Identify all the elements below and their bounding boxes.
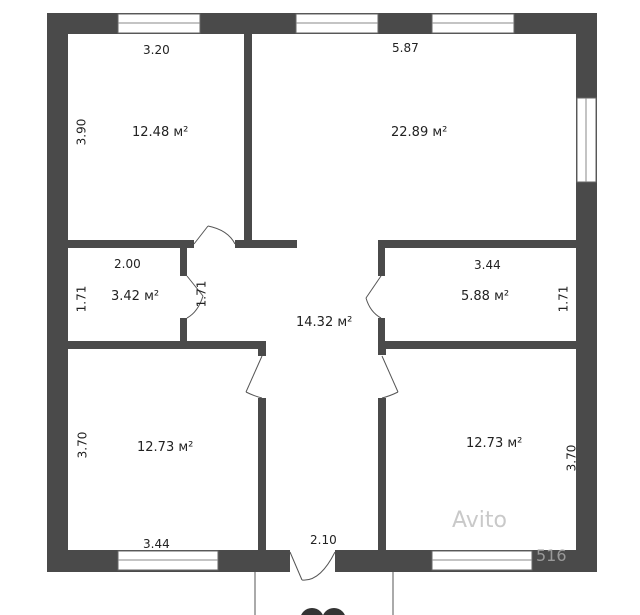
dim-bath-left-height-inner: 1.71: [194, 280, 209, 308]
doors: [186, 225, 399, 615]
dim-bottom-left-height: 3.70: [75, 431, 90, 459]
dim-bottom-right-height: 3.70: [564, 444, 579, 472]
window-top-1: [117, 13, 201, 34]
window-top-2: [295, 13, 379, 34]
room-area-bottom-left: 12.73 м²: [137, 440, 194, 455]
watermark-number: 516: [536, 546, 567, 565]
window-right: [576, 97, 597, 183]
room-area-top-left: 12.48 м²: [132, 125, 189, 140]
room-area-bottom-right: 12.73 м²: [466, 436, 523, 451]
window-top-3: [431, 13, 515, 34]
dim-bath-right-width: 3.44: [474, 258, 501, 272]
logo-icon: [301, 608, 345, 615]
room-area-bath-right: 5.88 м²: [461, 289, 510, 304]
door-entrance: [254, 551, 394, 615]
dim-bath-left-height: 1.71: [74, 285, 89, 313]
dim-top-left-width: 3.20: [143, 43, 170, 57]
dim-bottom-left-width: 3.44: [143, 537, 170, 551]
door-bottom-left-room: [245, 355, 263, 399]
door-top-left-room: [193, 225, 236, 245]
dim-top-right-width: 5.87: [392, 41, 419, 55]
dim-bath-left-width: 2.00: [114, 257, 141, 271]
dim-hall-width: 2.10: [310, 533, 337, 547]
room-area-bath-left: 3.42 м²: [111, 289, 160, 304]
room-area-hall: 14.32 м²: [296, 315, 353, 330]
windows: [117, 13, 597, 571]
dim-bath-right-height: 1.71: [556, 285, 571, 313]
dim-top-left-height: 3.90: [74, 118, 89, 146]
door-bath-right: [365, 275, 382, 319]
interior-walls: [68, 34, 576, 550]
watermark-text: Avito: [452, 508, 507, 533]
window-bottom-left: [117, 550, 219, 571]
door-bottom-right-room: [381, 355, 399, 399]
door-bath-left: [186, 275, 204, 319]
window-bottom-right: [431, 550, 533, 571]
room-area-top-right: 22.89 м²: [391, 125, 448, 140]
